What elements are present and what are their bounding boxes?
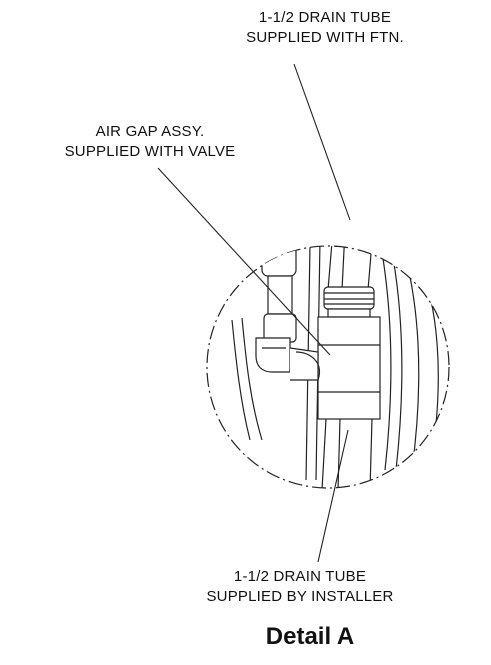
label-lower-line1: 1-1/2 DRAIN TUBE [233, 568, 367, 585]
label-air-gap-line2: SUPPLIED WITH VALVE [64, 143, 236, 160]
detail-boundary-circle [206, 245, 450, 489]
fitting-nut [323, 286, 375, 318]
label-lower-drain-tube: 1-1/2 DRAIN TUBE SUPPLIED BY INSTALLER [150, 567, 450, 607]
upper-drain-tube [327, 246, 374, 291]
lower-drain-tube [321, 418, 373, 488]
label-upper-drain-tube: 1-1/2 DRAIN TUBE SUPPLIED WITH FTN. [175, 8, 475, 48]
leader-top [293, 63, 351, 221]
air-gap-valve [255, 246, 320, 381]
leader-bottom [317, 429, 349, 563]
label-air-gap-line1: AIR GAP ASSY. [95, 123, 205, 140]
label-upper-line2: SUPPLIED WITH FTN. [246, 29, 404, 46]
label-lower-line2: SUPPLIED BY INSTALLER [206, 588, 394, 605]
label-air-gap: AIR GAP ASSY. SUPPLIED WITH VALVE [0, 122, 300, 162]
leader-left [157, 167, 331, 356]
air-gap-body [317, 316, 381, 420]
label-upper-line1: 1-1/2 DRAIN TUBE [258, 9, 392, 26]
detail-title: Detail A [265, 623, 355, 650]
